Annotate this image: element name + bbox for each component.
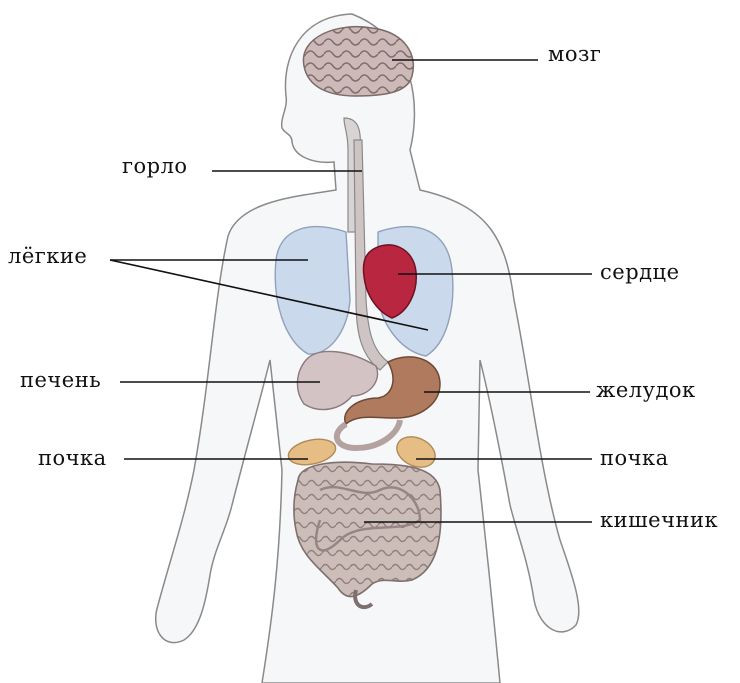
label-heart: сердце bbox=[600, 262, 680, 283]
label-brain: мозг bbox=[548, 44, 601, 65]
label-stomach: желудок bbox=[596, 380, 696, 401]
label-throat: горло bbox=[122, 156, 188, 177]
brain-icon bbox=[303, 27, 413, 96]
label-intestine: кишечник bbox=[600, 510, 718, 531]
label-kidney-left: почка bbox=[38, 448, 107, 469]
label-liver: печень bbox=[20, 370, 101, 391]
label-lungs: лёгкие bbox=[8, 246, 87, 267]
label-kidney-right: почка bbox=[600, 448, 669, 469]
